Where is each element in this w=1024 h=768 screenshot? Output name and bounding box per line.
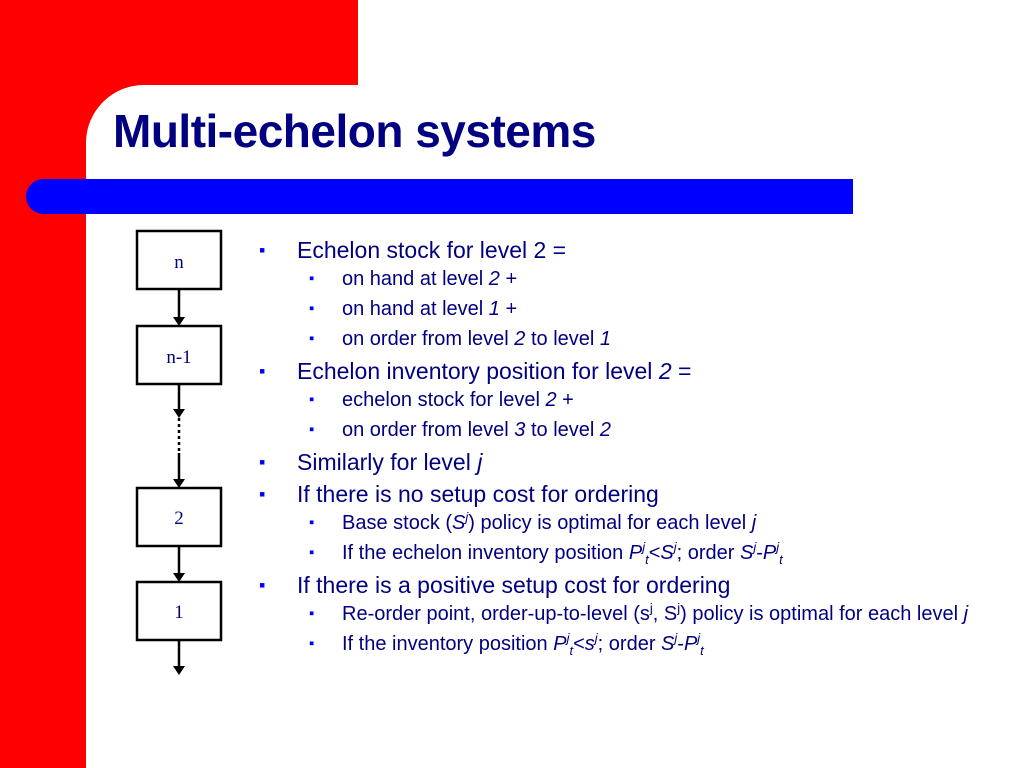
echelon-chain-diagram: n n-1 2 1 [135,229,223,675]
bullet-echelon-inventory-position: Echelon inventory position for level 2 = [259,357,1000,385]
sub-bullet-echelon-order-rule: If the echelon inventory position Pjt<Sj… [260,540,1000,566]
bullet-list: Echelon stock for level 2 = on hand at l… [259,232,1000,657]
node-label-1: 1 [174,602,184,623]
node-label-n: n [174,252,184,273]
sub-bullet-inventory-order-rule: If the inventory position Pjt<sj; order … [260,631,1000,657]
arrowhead-n-1-down [173,409,185,418]
sub-bullet-on-hand-level-1: on hand at level 1 + [260,298,1000,320]
node-label-n-1: n-1 [166,347,191,368]
bullet-positive-setup-cost: If there is a positive setup cost for or… [259,571,1000,599]
sub-bullet-on-order-2-to-1: on order from level 2 to level 1 [260,328,1000,350]
node-label-2: 2 [174,508,184,529]
sub-bullet-on-hand-level-2: on hand at level 2 + [260,268,1000,290]
bullet-echelon-stock: Echelon stock for level 2 = [259,236,1000,264]
sub-bullet-reorder-point-policy: Re-order point, order-up-to-level (sj, S… [260,601,1000,625]
title-underline-bar [26,179,853,214]
bullet-no-setup-cost: If there is no setup cost for ordering [259,480,1000,508]
arrowhead-out [173,666,185,675]
arrowhead-2 [173,479,185,488]
bullet-similarly-level-j: Similarly for level j [259,448,1000,476]
sub-bullet-base-stock-policy: Base stock (Sj) policy is optimal for ea… [260,510,1000,534]
sub-bullet-echelon-stock-level-2: echelon stock for level 2 + [260,389,1000,411]
arrowhead-n-1 [173,317,185,326]
red-accent-band-left [0,0,86,768]
arrowhead-1 [173,573,185,582]
slide-title: Multi-echelon systems [113,105,596,157]
sub-bullet-on-order-3-to-2: on order from level 3 to level 2 [260,419,1000,441]
